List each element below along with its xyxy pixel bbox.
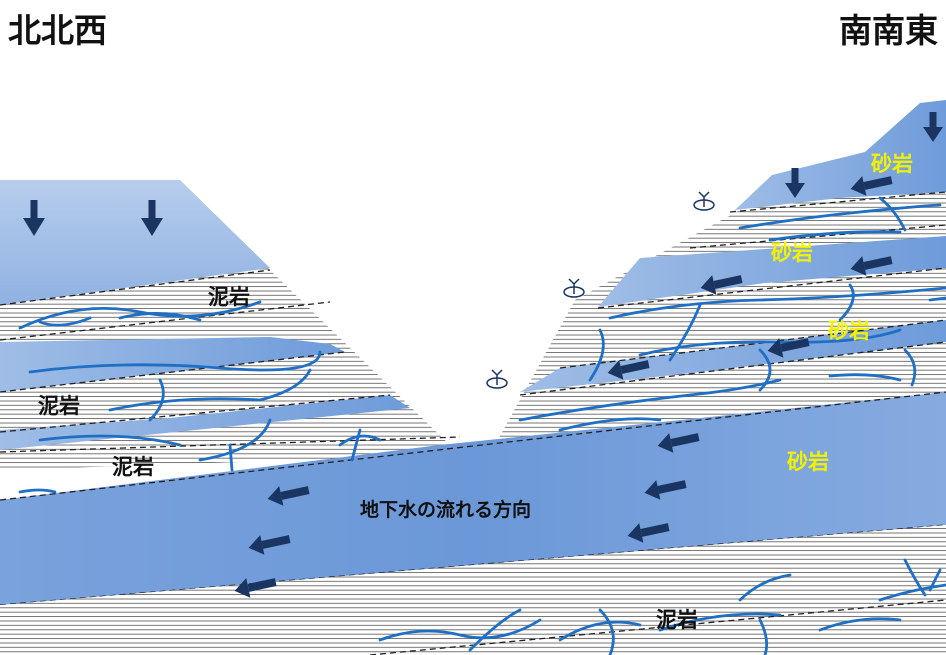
mudstone-label: 泥岩 <box>208 285 250 309</box>
down-arrow-icon <box>23 112 943 236</box>
flow-direction-label: 地下水の流れる方向 <box>360 498 531 521</box>
left-top-sandstone <box>0 180 270 305</box>
sandstone-label: 砂岩 <box>771 241 813 265</box>
mudstone-label: 泥岩 <box>112 455 154 479</box>
sandstone-label: 砂岩 <box>871 152 913 176</box>
direction-right-label: 南南東 <box>839 11 938 50</box>
direction-left-label: 北北西 <box>8 11 107 50</box>
sandstone-label: 砂岩 <box>787 450 829 474</box>
right-top-sandstone <box>735 100 946 210</box>
fracture-network <box>18 196 946 655</box>
mudstone-label: 泥岩 <box>656 608 698 632</box>
mudstone-label: 泥岩 <box>38 394 80 418</box>
right-low-sandstone <box>520 320 946 392</box>
spring-icon <box>486 191 715 389</box>
sandstone-label: 砂岩 <box>828 319 870 343</box>
left-arrow-icon <box>234 176 893 598</box>
right-mid-sandstone <box>598 236 946 307</box>
